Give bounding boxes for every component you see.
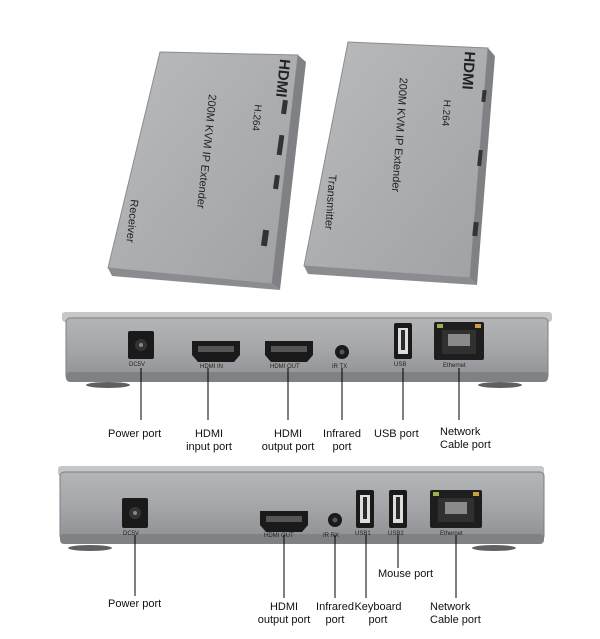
transmitter-logo: HDMI: [458, 50, 478, 91]
panel1-device: [62, 312, 552, 388]
panel1-hdmi-out-label: HDMI OUT: [270, 364, 300, 370]
panel2-hdmi-out-callout: HDMI output port: [257, 601, 311, 626]
panel2-mouse-callout: Mouse port: [378, 568, 434, 580]
panel1-ports: [128, 322, 484, 362]
panel2-callout-lines: [134, 535, 457, 598]
panel2-usb2-label: USB2: [388, 531, 404, 537]
panel1-ethernet-label: Ethernet: [443, 363, 466, 369]
panel1-ir-callout: Infrared port: [323, 428, 361, 453]
receiver-device: [107, 51, 306, 290]
panel1-hdmi-in-callout: HDMI input port: [186, 428, 232, 453]
panel2-ethernet-label: Ethernet: [440, 531, 463, 537]
panel1-usb-callout: USB port: [374, 428, 419, 440]
panel2-network-callout: Network Cable port: [430, 601, 481, 626]
panel2-usb1-label: USB1: [355, 531, 371, 537]
panel2-device: [58, 466, 545, 551]
panel2-hdmi-out-label: HDMI OUT: [264, 533, 294, 539]
panel1-ir-label: IR TX: [332, 364, 348, 370]
panel2-ir-callout: Infrared port: [316, 601, 354, 626]
panel1-hdmi-out-callout: HDMI output port: [261, 428, 315, 453]
panel1-callout-lines: [140, 368, 460, 420]
transmitter-device: [303, 41, 495, 285]
transmitter-codec: H.264: [439, 99, 452, 127]
panel1-power-callout: Power port: [108, 428, 162, 440]
panel1-usb-label: USB: [394, 362, 407, 368]
panel2-power-callout: Power port: [108, 598, 162, 610]
panel2-dc-label: DC5V: [123, 531, 140, 537]
panel1-hdmi-in-label: HDMI IN: [200, 364, 223, 370]
panel1-dc-label: DC5V: [129, 362, 146, 368]
panel2-keyboard-callout: Keyboard port: [354, 601, 402, 626]
panel2-ir-label: IR RX: [323, 533, 340, 539]
panel1-network-callout: Network Cable port: [440, 426, 491, 451]
panel2-ports: [122, 490, 482, 532]
